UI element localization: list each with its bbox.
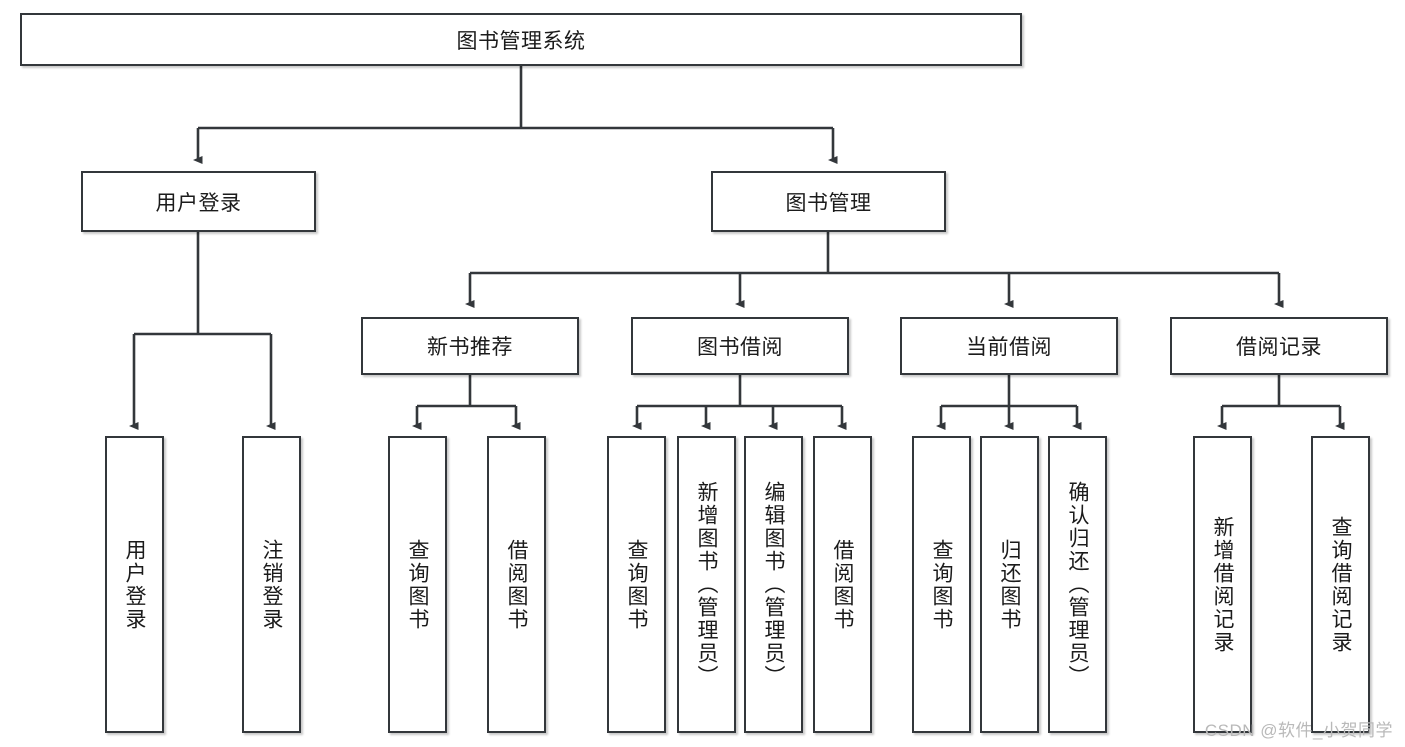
- node-label: 新增图书（管理员）: [695, 481, 718, 688]
- leaf-borrow-book-recommend[interactable]: 借阅图书: [487, 436, 546, 733]
- leaf-query-book-current[interactable]: 查询图书: [912, 436, 971, 733]
- node-new-book-recommend[interactable]: 新书推荐: [361, 317, 579, 375]
- leaf-query-book-borrow[interactable]: 查询图书: [607, 436, 666, 733]
- node-label: 确认归还（管理员）: [1066, 481, 1089, 688]
- leaf-add-book-admin[interactable]: 新增图书（管理员）: [677, 436, 736, 733]
- leaf-edit-book-admin[interactable]: 编辑图书（管理员）: [744, 436, 803, 733]
- node-label: 注销登录: [260, 538, 283, 631]
- node-root-book-management-system[interactable]: 图书管理系统: [20, 13, 1022, 66]
- node-label: 用户登录: [123, 538, 146, 631]
- node-label: 借阅记录: [1236, 336, 1322, 359]
- leaf-query-borrow-record[interactable]: 查询借阅记录: [1311, 436, 1370, 733]
- node-user-login[interactable]: 用户登录: [81, 171, 316, 232]
- leaf-return-book[interactable]: 归还图书: [980, 436, 1039, 733]
- node-label: 查询借阅记录: [1329, 515, 1352, 654]
- node-label: 图书管理: [785, 191, 872, 215]
- node-current-borrow[interactable]: 当前借阅: [900, 317, 1118, 375]
- node-label: 新增借阅记录: [1211, 515, 1234, 654]
- node-label: 查询图书: [406, 538, 429, 631]
- node-label: 借阅图书: [831, 538, 854, 631]
- node-label: 图书借阅: [697, 336, 783, 359]
- leaf-logout[interactable]: 注销登录: [242, 436, 301, 733]
- node-label: 查询图书: [930, 538, 953, 631]
- leaf-confirm-return-admin[interactable]: 确认归还（管理员）: [1048, 436, 1107, 733]
- node-label: 归还图书: [998, 538, 1021, 631]
- node-borrow-records[interactable]: 借阅记录: [1170, 317, 1388, 375]
- node-label: 新书推荐: [427, 336, 513, 359]
- node-book-borrow[interactable]: 图书借阅: [631, 317, 849, 375]
- leaf-query-book-recommend[interactable]: 查询图书: [388, 436, 447, 733]
- node-label: 当前借阅: [966, 336, 1052, 359]
- node-label: 编辑图书（管理员）: [762, 481, 785, 688]
- node-label: 查询图书: [625, 538, 648, 631]
- leaf-add-borrow-record[interactable]: 新增借阅记录: [1193, 436, 1252, 733]
- leaf-user-login[interactable]: 用户登录: [105, 436, 164, 733]
- leaf-borrow-book[interactable]: 借阅图书: [813, 436, 872, 733]
- node-label: 借阅图书: [505, 538, 528, 631]
- node-book-management[interactable]: 图书管理: [711, 171, 946, 232]
- node-label: 用户登录: [155, 191, 242, 215]
- node-label: 图书管理系统: [456, 29, 586, 53]
- watermark-credit: CSDN @软件_小贺同学: [1204, 721, 1393, 740]
